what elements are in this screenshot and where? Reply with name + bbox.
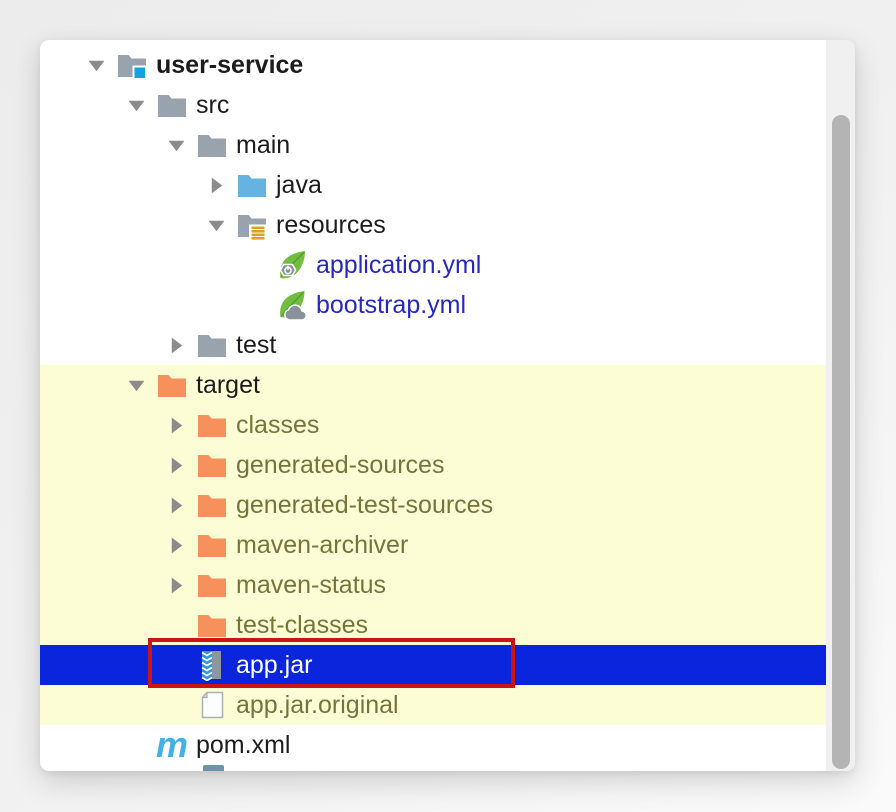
tree-item-label: resources <box>276 211 386 239</box>
maven-file-icon: m <box>156 729 188 761</box>
resources-folder-icon <box>236 209 268 241</box>
tree-item-label: bootstrap.yml <box>316 291 467 319</box>
file-icon <box>196 689 228 721</box>
tree-item-label: user-service <box>156 51 304 79</box>
chevron-down-icon[interactable] <box>165 134 187 156</box>
chevron-right-icon[interactable] <box>165 334 187 356</box>
arrow-spacer <box>165 694 187 716</box>
excluded-folder-icon <box>196 489 228 521</box>
chevron-right-icon[interactable] <box>165 454 187 476</box>
tree-item-label: src <box>196 91 230 119</box>
chevron-down-icon[interactable] <box>125 374 147 396</box>
tree-item-bootstrap-yml[interactable]: bootstrap.yml <box>40 285 826 325</box>
tree-item-classes[interactable]: classes <box>40 405 826 445</box>
spring-cloud-file-icon <box>276 289 308 321</box>
jar-archive-icon <box>196 649 228 681</box>
excluded-folder-icon <box>196 449 228 481</box>
tree-item-src[interactable]: src <box>40 85 826 125</box>
arrow-spacer <box>165 654 187 676</box>
tree-item-user-service[interactable]: user-service <box>40 45 826 85</box>
tree-item-target[interactable]: target <box>40 365 826 405</box>
tree-item-maven-status[interactable]: maven-status <box>40 565 826 605</box>
arrow-spacer <box>245 254 267 276</box>
tree-item-label: maven-archiver <box>236 531 409 559</box>
tree-item-label: application.yml <box>316 251 482 279</box>
tree-item-label: classes <box>236 411 320 439</box>
scrollbar-thumb[interactable] <box>832 115 850 769</box>
excluded-folder-icon <box>196 609 228 641</box>
tree-item-label: main <box>236 131 291 159</box>
tree-item-label: generated-sources <box>236 451 445 479</box>
excluded-folder-icon <box>196 529 228 561</box>
tree-item-resources[interactable]: resources <box>40 205 826 245</box>
tree-item-label: pom.xml <box>196 731 291 759</box>
tree-item-application-yml[interactable]: application.yml <box>40 245 826 285</box>
tree-item-main[interactable]: main <box>40 125 826 165</box>
excluded-folder-icon <box>196 409 228 441</box>
tree-item-java[interactable]: java <box>40 165 826 205</box>
tree-item-label: app.jar.original <box>236 691 399 719</box>
chevron-down-icon[interactable] <box>85 54 107 76</box>
arrow-spacer <box>125 734 147 756</box>
tree-item-label: target <box>196 371 260 399</box>
chevron-right-icon[interactable] <box>205 174 227 196</box>
chevron-right-icon[interactable] <box>165 534 187 556</box>
chevron-right-icon[interactable] <box>165 414 187 436</box>
svg-text:m: m <box>156 729 188 761</box>
chevron-right-icon[interactable] <box>165 494 187 516</box>
excluded-folder-icon <box>156 369 188 401</box>
partially-visible-icon <box>203 765 224 771</box>
scrollbar-track[interactable] <box>826 40 855 771</box>
tree-item-generated-test-sources[interactable]: generated-test-sources <box>40 485 826 525</box>
tree-item-label: generated-test-sources <box>236 491 494 519</box>
tree-item-label: maven-status <box>236 571 387 599</box>
tree-item-label: test-classes <box>236 611 368 639</box>
folder-icon <box>196 329 228 361</box>
spring-boot-file-icon <box>276 249 308 281</box>
folder-icon <box>156 89 188 121</box>
tree-item-test[interactable]: test <box>40 325 826 365</box>
module-folder-icon <box>116 49 148 81</box>
source-folder-icon <box>236 169 268 201</box>
tree-item-label: test <box>236 331 277 359</box>
tree-item-test-classes[interactable]: test-classes <box>40 605 826 645</box>
excluded-folder-icon <box>196 569 228 601</box>
chevron-right-icon[interactable] <box>165 574 187 596</box>
tree-item-maven-archiver[interactable]: maven-archiver <box>40 525 826 565</box>
tree-item-label: app.jar <box>236 651 313 679</box>
chevron-down-icon[interactable] <box>205 214 227 236</box>
tree-item-label: java <box>276 171 322 199</box>
tree-item-app-jar-original[interactable]: app.jar.original <box>40 685 826 725</box>
arrow-spacer <box>165 614 187 636</box>
chevron-down-icon[interactable] <box>125 94 147 116</box>
tree-item-pom-xml[interactable]: m pom.xml <box>40 725 826 765</box>
arrow-spacer <box>245 294 267 316</box>
tree-item-generated-sources[interactable]: generated-sources <box>40 445 826 485</box>
folder-icon <box>196 129 228 161</box>
tree-item-app-jar[interactable]: app.jar <box>40 645 826 685</box>
